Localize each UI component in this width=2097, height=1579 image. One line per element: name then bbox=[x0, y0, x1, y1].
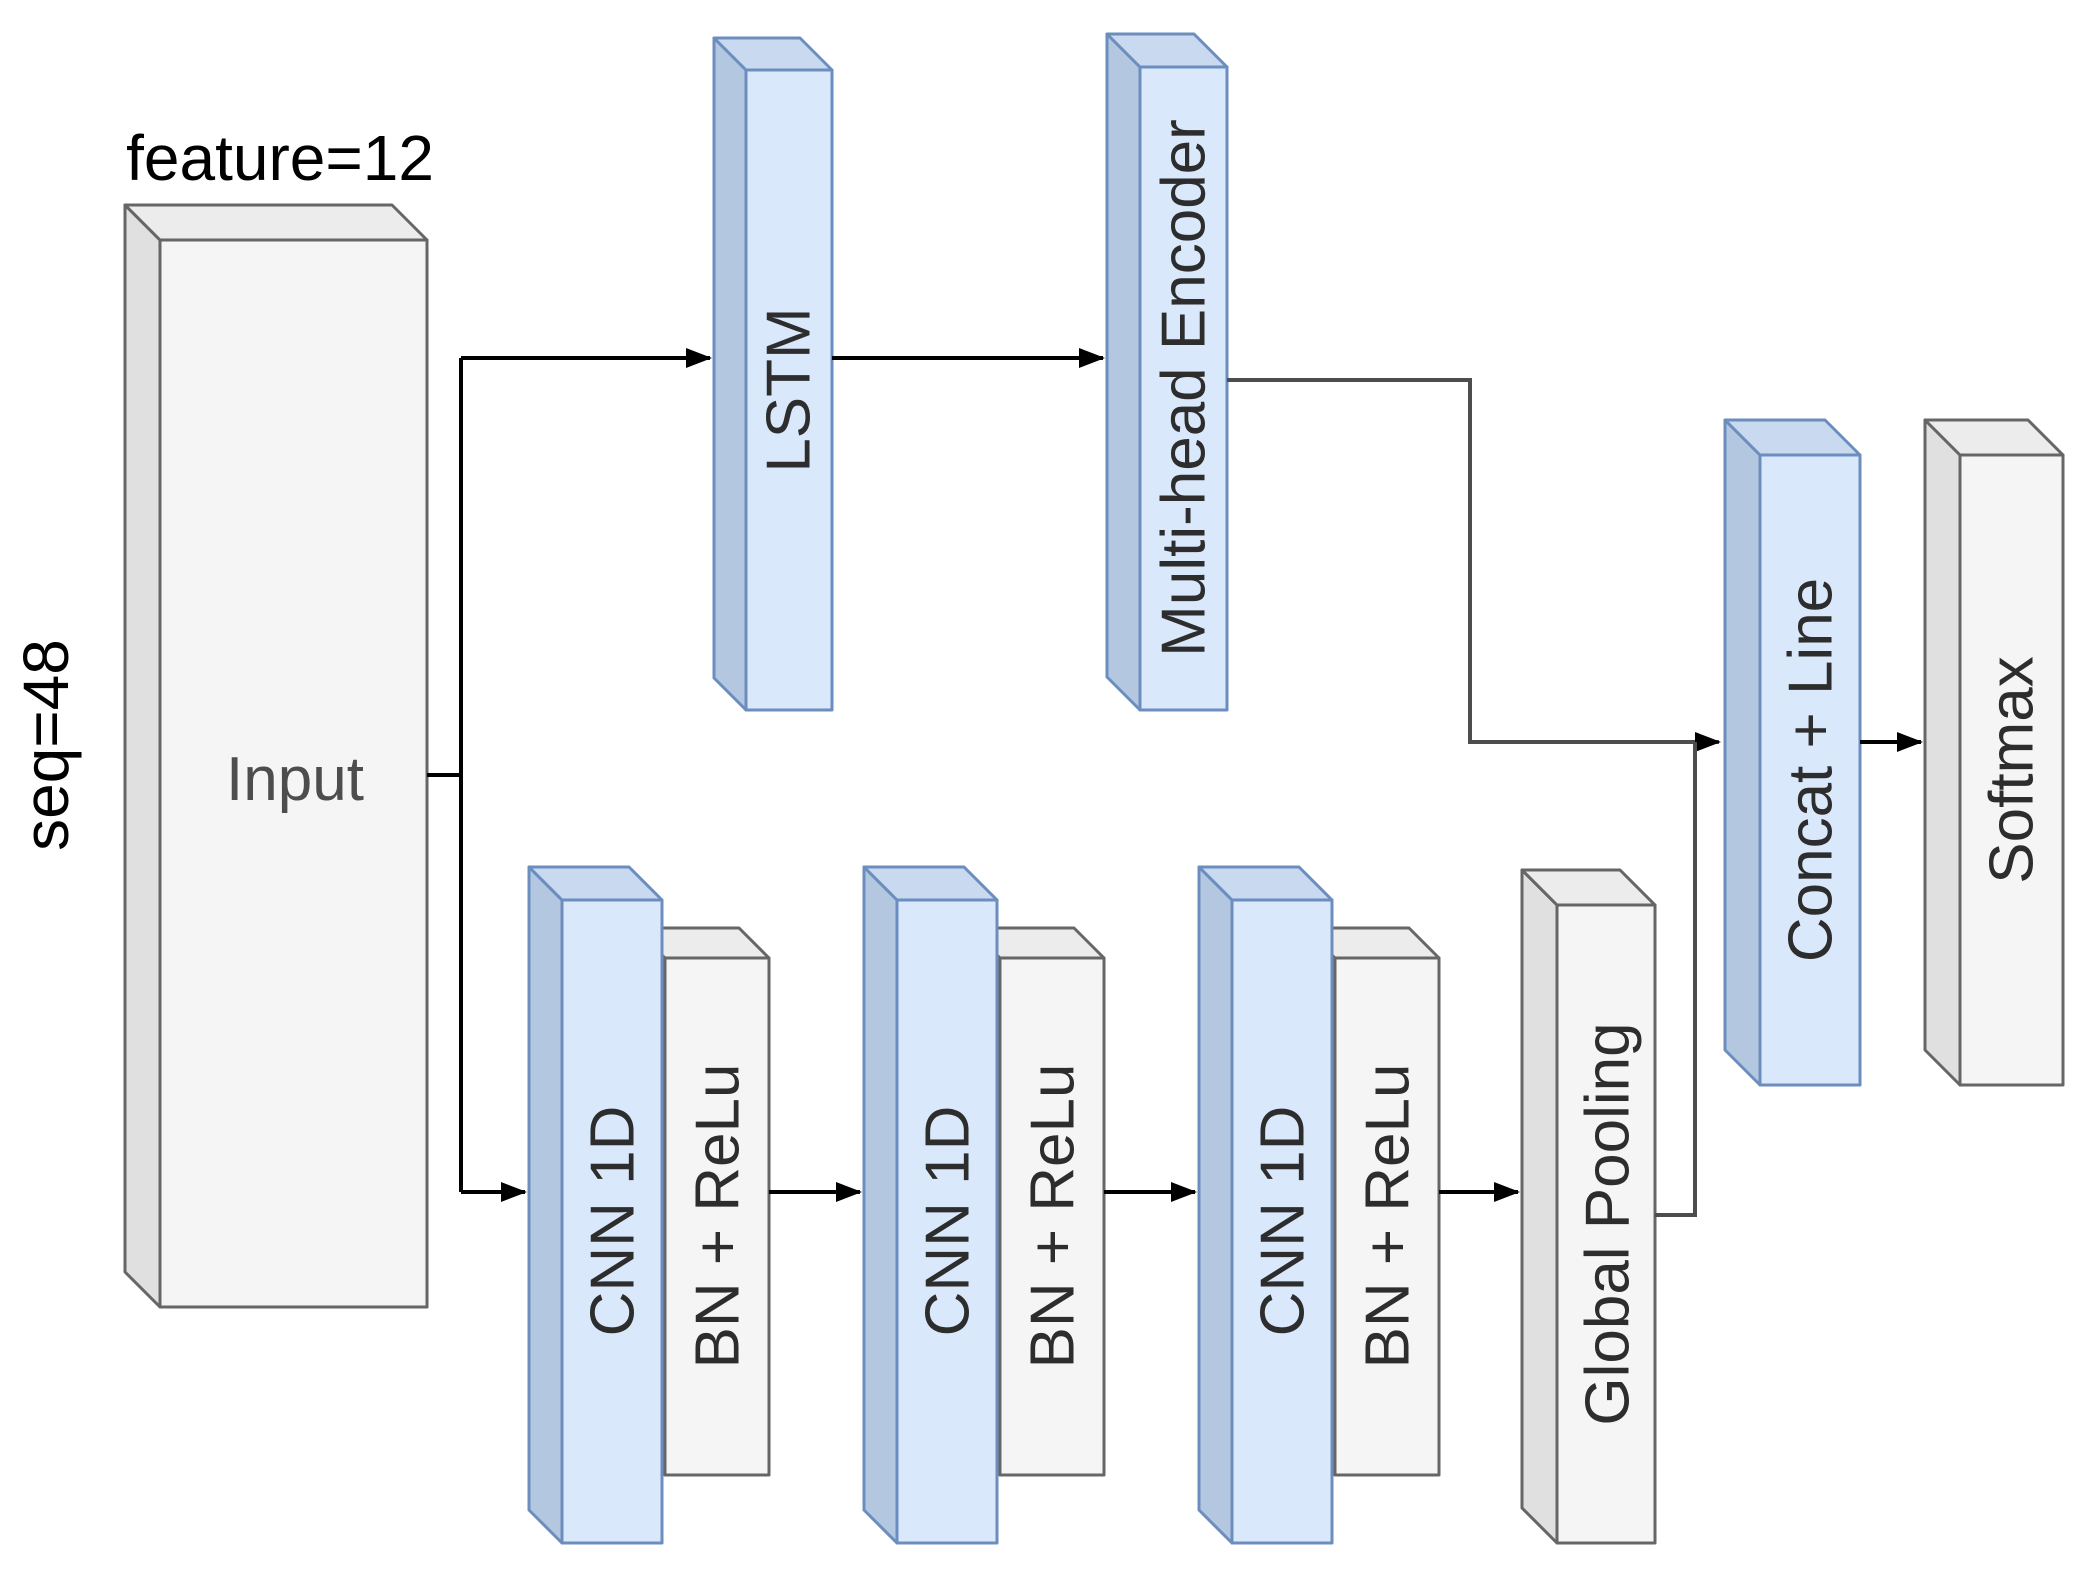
softmax-front-face bbox=[1958, 453, 2065, 1087]
cnn1-front-face bbox=[560, 898, 664, 1545]
bn2-front-face bbox=[998, 956, 1106, 1477]
lstm-side-face bbox=[712, 36, 748, 712]
multihead-side-face bbox=[1105, 32, 1142, 712]
bn-relu-1-node: BN + ReLu bbox=[633, 926, 771, 1477]
lstm-front-face bbox=[744, 68, 834, 712]
bn3-front-face bbox=[1333, 956, 1441, 1477]
lstm-node: LSTM bbox=[712, 36, 834, 712]
multihead-encoder-node: Multi-head Encoder bbox=[1105, 32, 1229, 712]
feature-annotation: feature=12 bbox=[126, 122, 434, 194]
multihead-label: Multi-head Encoder bbox=[1150, 119, 1219, 657]
cnn3-front-face bbox=[1230, 898, 1334, 1545]
globalpool-side-face bbox=[1520, 868, 1559, 1545]
concat-line-node: Concat + Line bbox=[1723, 418, 1862, 1087]
bn3-label: BN + ReLu bbox=[1354, 1063, 1423, 1368]
softmax-label: Softmax bbox=[1978, 656, 2047, 883]
cnn2-front-face bbox=[895, 898, 999, 1545]
concat-front-face bbox=[1758, 453, 1862, 1087]
bn1-label: BN + ReLu bbox=[684, 1063, 753, 1368]
lstm-label: LSTM bbox=[755, 307, 824, 472]
cnn3-side-face bbox=[1197, 865, 1234, 1545]
input-front-face bbox=[158, 238, 429, 1309]
cnn2-side-face bbox=[862, 865, 899, 1545]
cnn1-label: CNN 1D bbox=[579, 1106, 648, 1337]
softmax-node: Softmax bbox=[1923, 418, 2065, 1087]
edge-multihead-to-concat-arrow bbox=[1227, 378, 1721, 752]
input-side-face bbox=[123, 203, 162, 1309]
seq-annotation: seq=48 bbox=[10, 639, 82, 851]
multihead-front-face bbox=[1138, 65, 1229, 712]
bn2-label: BN + ReLu bbox=[1019, 1063, 1088, 1368]
concat-side-face bbox=[1723, 418, 1762, 1087]
edge-input-branch-line bbox=[427, 358, 463, 1192]
input-top-face bbox=[123, 203, 429, 242]
edge-globalpool-to-junction-line bbox=[1655, 742, 1697, 1217]
cnn3-label: CNN 1D bbox=[1249, 1106, 1318, 1337]
globalpool-front-face bbox=[1555, 903, 1657, 1545]
cnn1d-1-node: CNN 1D bbox=[527, 865, 664, 1545]
bn1-front-face bbox=[663, 956, 771, 1477]
softmax-side-face bbox=[1923, 418, 1962, 1087]
input-node: Input bbox=[123, 203, 429, 1309]
cnn1d-3-node: CNN 1D bbox=[1197, 865, 1334, 1545]
cnn2-label: CNN 1D bbox=[914, 1106, 983, 1337]
concat-label: Concat + Line bbox=[1777, 578, 1846, 962]
global-pooling-node: Global Pooling bbox=[1520, 868, 1657, 1545]
globalpool-label: Global Pooling bbox=[1574, 1022, 1643, 1425]
input-label: Input bbox=[226, 745, 364, 814]
cnn1-side-face bbox=[527, 865, 564, 1545]
cnn1d-2-node: CNN 1D bbox=[862, 865, 999, 1545]
